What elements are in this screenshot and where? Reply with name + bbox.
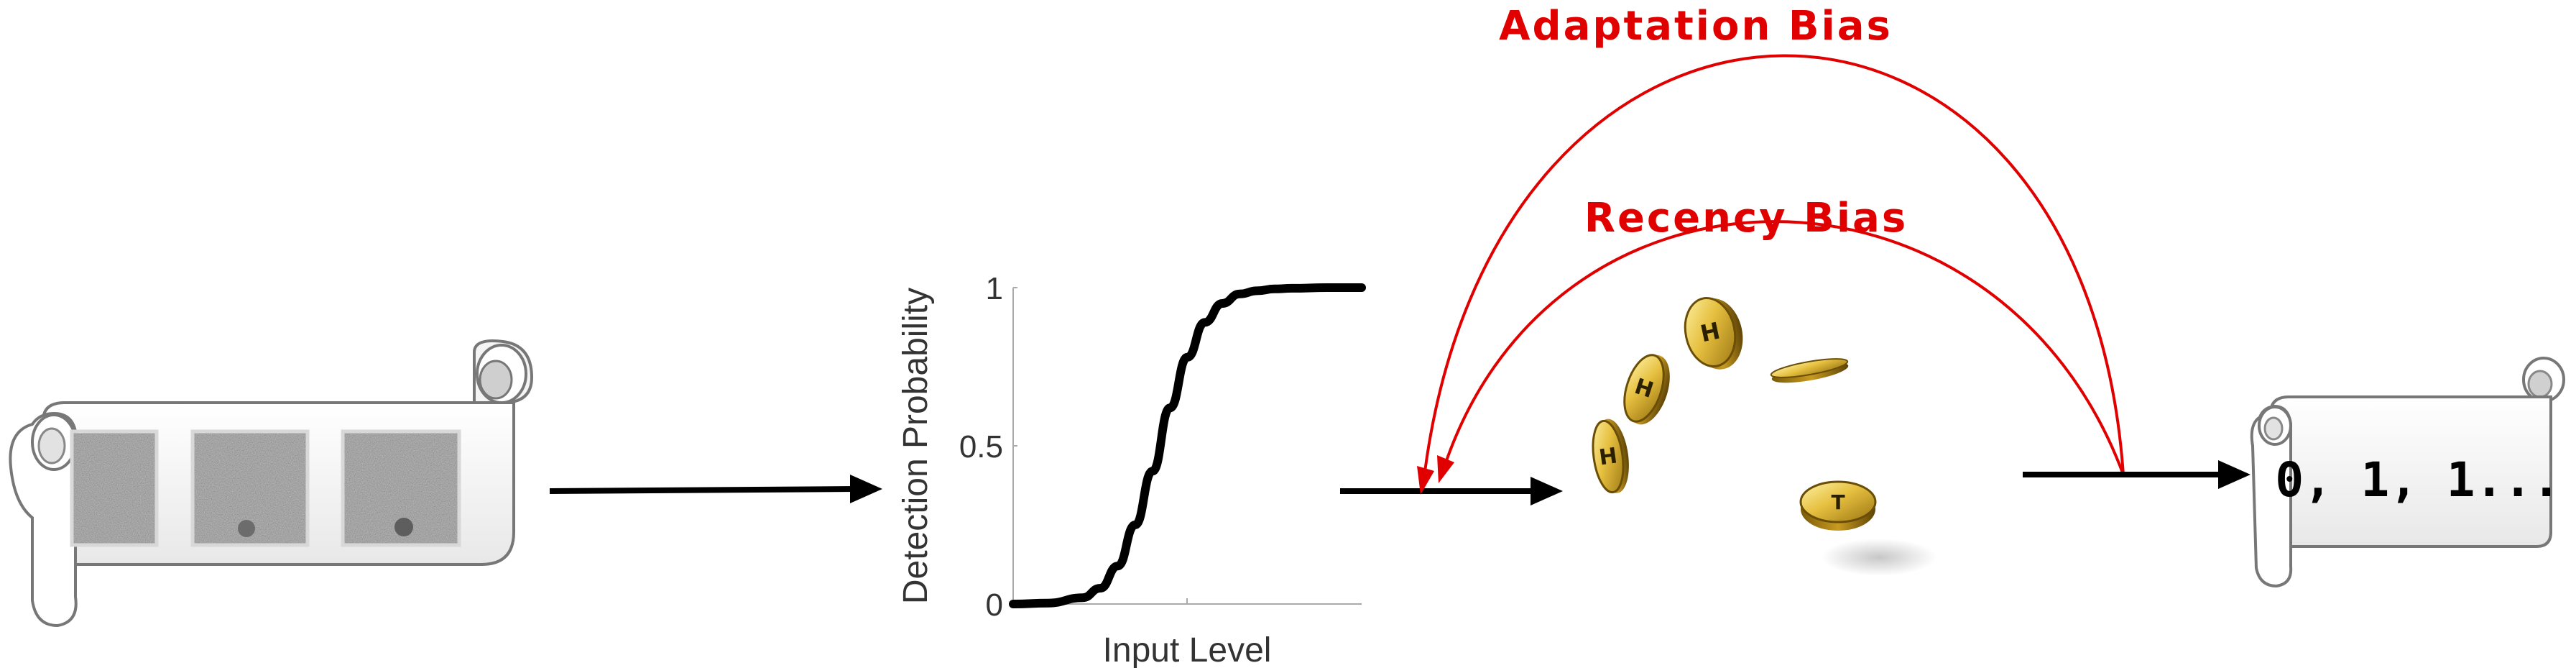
y-tick-label-1: 1 — [986, 271, 1003, 306]
y-tick-label-05: 0.5 — [959, 429, 1003, 465]
flow-arrow-3 — [2023, 460, 2250, 489]
svg-text:T: T — [1831, 490, 1845, 514]
y-axis-label: Detection Probability — [897, 288, 935, 604]
coin-h-3: H — [1684, 297, 1743, 370]
response-scroll — [2250, 357, 2565, 588]
coin-shadow — [1822, 539, 1936, 576]
psychometric-curve — [1009, 283, 1366, 608]
adaptation-bias-label: Adaptation Bias — [1499, 3, 1893, 50]
noise-patch-2 — [190, 429, 310, 547]
response-sequence: 0, 1, 1... — [2275, 452, 2560, 508]
coin-t: T — [1799, 480, 1877, 531]
coin-edge-on — [1770, 358, 1849, 383]
noise-patch-3 — [341, 429, 461, 547]
faint-target-dot — [238, 520, 255, 537]
y-tick-label-0: 0 — [986, 587, 1003, 623]
noise-patch-1 — [70, 429, 159, 547]
recency-bias-label: Recency Bias — [1584, 195, 1908, 242]
adaptation-bias-arrow — [1417, 54, 2125, 495]
flow-arrow-2 — [1340, 477, 1563, 505]
visible-target-dot — [394, 518, 413, 536]
coin-h-1: H — [1592, 418, 1629, 494]
psychometric-chart: 0 0.5 1 Detection Probability Input Leve… — [897, 271, 1366, 668]
flow-arrow-1 — [549, 475, 882, 503]
svg-text:H: H — [1597, 443, 1619, 470]
coin-h-2: H — [1623, 354, 1670, 425]
recency-bias-arrow — [1437, 220, 2125, 483]
x-axis-label: Input Level — [1103, 631, 1272, 668]
